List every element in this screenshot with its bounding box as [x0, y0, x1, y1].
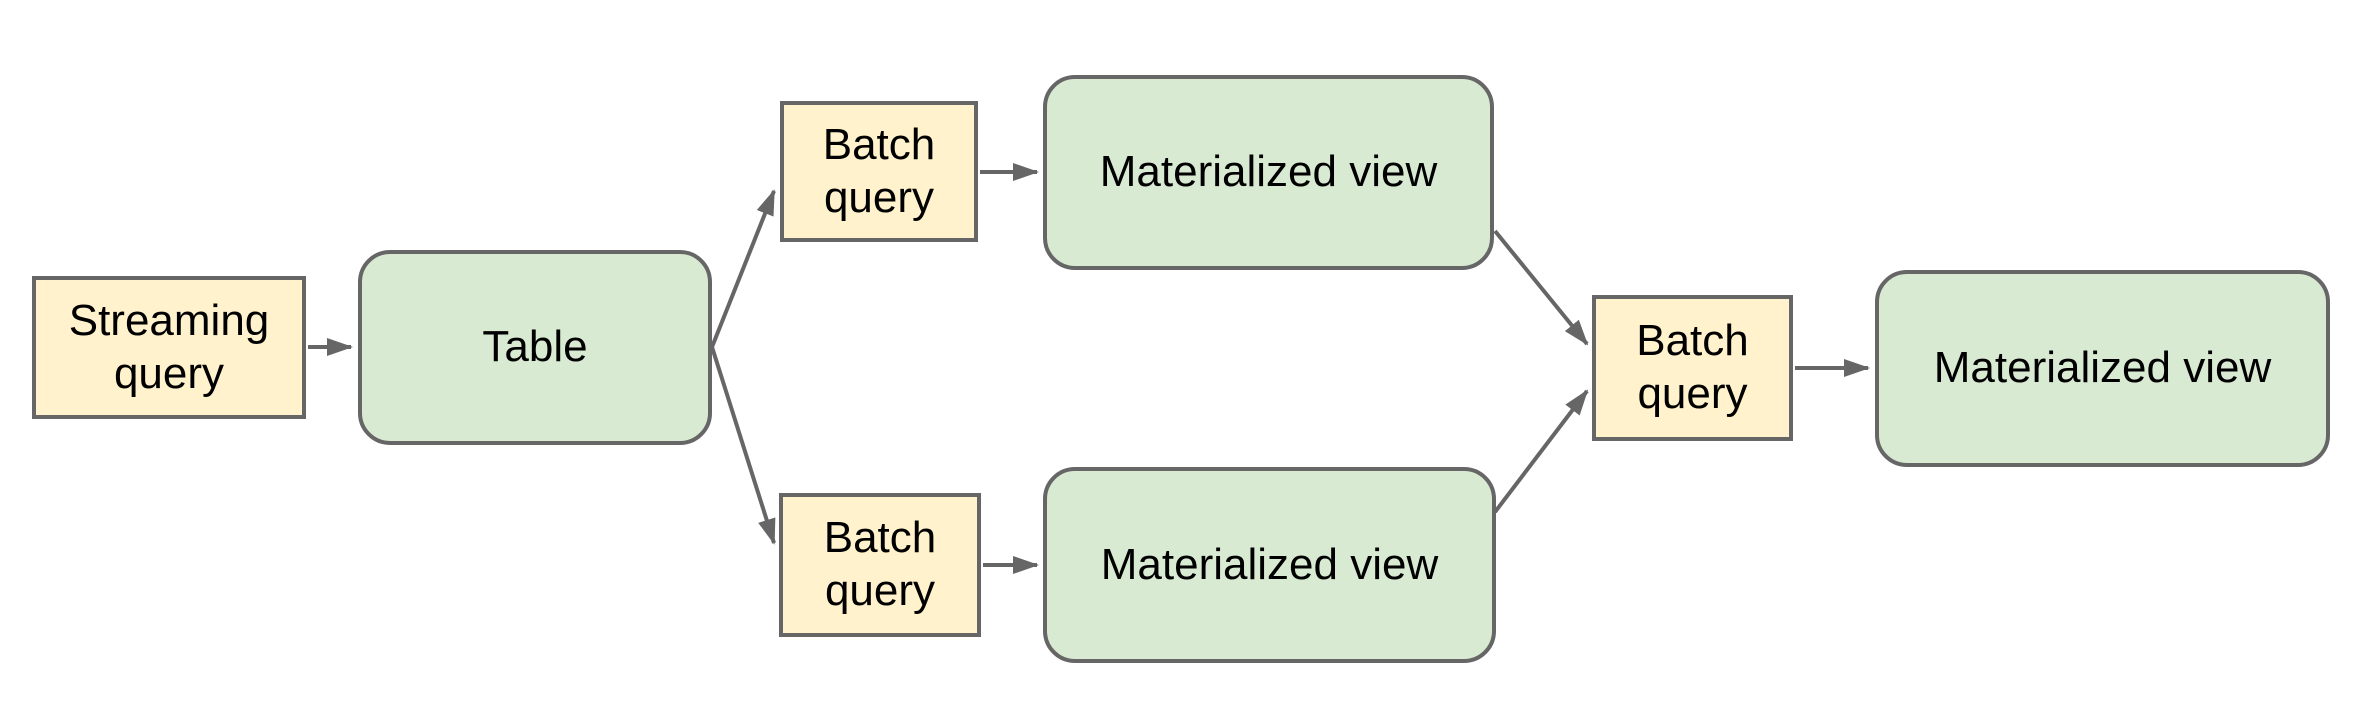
- node-batch-query-top: Batch query: [780, 101, 978, 242]
- node-materialized-view-top-label: Materialized view: [1099, 147, 1438, 197]
- node-streaming-query-label: Streaming query: [68, 295, 270, 398]
- arrow-table-to-batch-query-bottom: [710, 346, 776, 545]
- node-materialized-view-top: Materialized view: [1043, 75, 1494, 270]
- node-table-label: Table: [482, 322, 588, 372]
- node-materialized-view-final: Materialized view: [1875, 270, 2330, 467]
- node-batch-query-center-label: Batch query: [1636, 316, 1749, 418]
- node-materialized-view-final-label: Materialized view: [1933, 343, 2272, 393]
- node-batch-query-top-label: Batch query: [822, 119, 936, 222]
- node-batch-query-center: Batch query: [1592, 295, 1793, 441]
- arrow-materialized-view-top-to-batch-query-center: [1493, 229, 1589, 346]
- node-materialized-view-bottom-label: Materialized view: [1100, 539, 1439, 589]
- arrow-materialized-view-bottom-to-batch-query-center: [1493, 389, 1589, 514]
- node-table: Table: [358, 250, 712, 445]
- arrow-table-to-batch-query-top: [710, 189, 776, 348]
- node-batch-query-bottom-label: Batch query: [823, 513, 937, 615]
- node-batch-query-bottom: Batch query: [779, 493, 981, 637]
- node-streaming-query: Streaming query: [32, 276, 306, 419]
- node-materialized-view-bottom: Materialized view: [1043, 467, 1496, 663]
